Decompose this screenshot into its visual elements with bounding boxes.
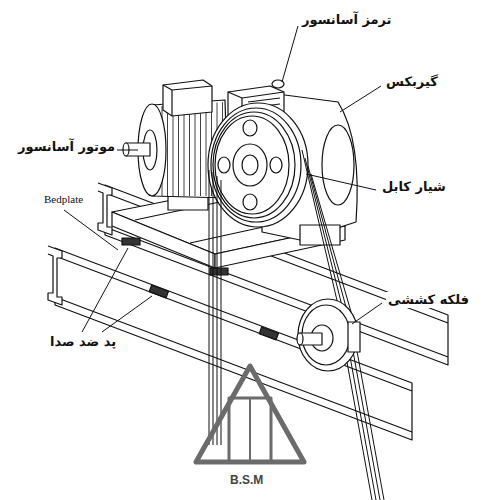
watermark-logo — [196, 366, 304, 462]
traction-sheave — [208, 103, 308, 227]
leader-line — [64, 26, 382, 332]
watermark-text: B.S.M — [228, 473, 265, 487]
part-label: گیربکس — [384, 74, 440, 90]
deflector-pulley — [297, 299, 360, 371]
part-label: موتور آسانسور — [16, 139, 117, 155]
motor-fin — [200, 104, 201, 196]
part-label: شیار کابل — [380, 179, 448, 195]
motor-fin — [167, 106, 168, 196]
part-label: ترمز آسانسور — [300, 12, 394, 28]
part-label: پد ضد صدا — [48, 334, 118, 350]
motor-fin — [195, 104, 196, 196]
motor-fin — [184, 105, 185, 196]
part-label: فلکه کششی — [386, 292, 471, 308]
motor-fin — [189, 104, 190, 196]
motor-fin — [178, 105, 179, 196]
part-label: Bedplate — [42, 193, 85, 206]
motor-fin — [173, 105, 174, 196]
motor-fin — [206, 103, 207, 196]
